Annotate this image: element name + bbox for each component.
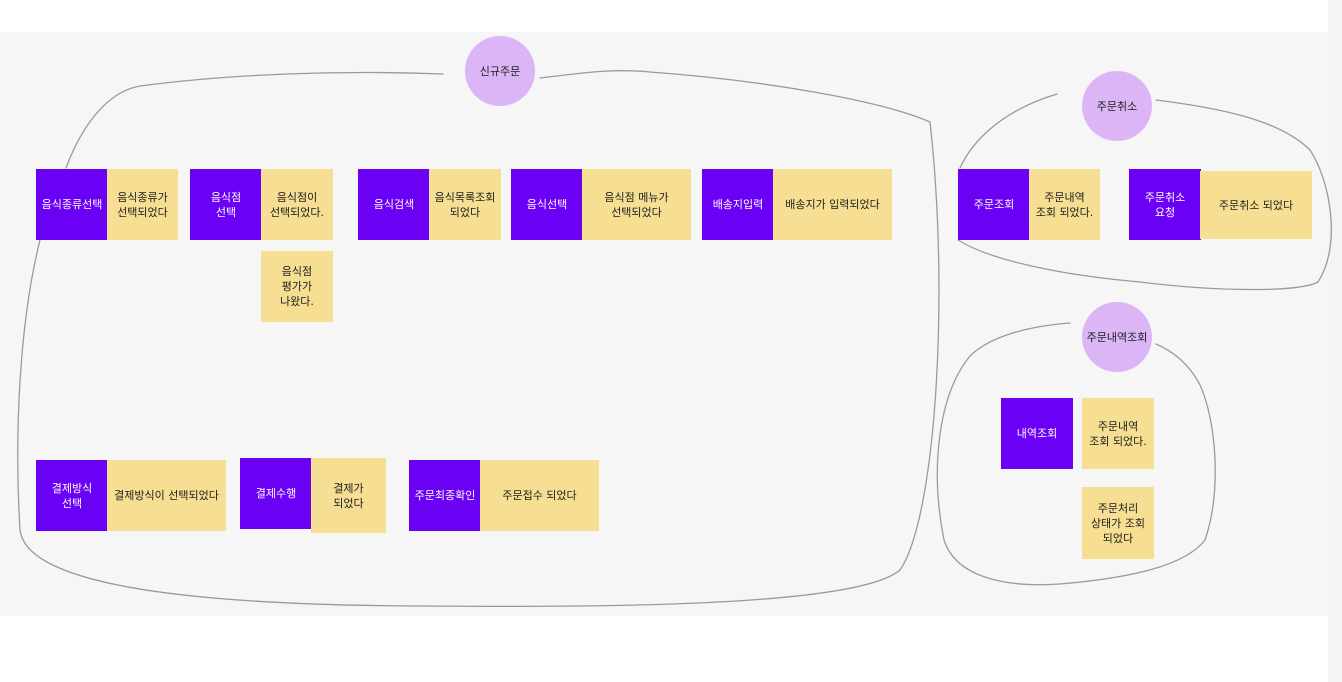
command-history-lookup[interactable]: 내역조회 — [1001, 398, 1073, 469]
event-address-entered[interactable]: 배송지가 입력되었다 — [773, 169, 892, 240]
event-menu-selected[interactable]: 음식점 메뉴가 선택되었다 — [582, 169, 691, 240]
command-cancel-request[interactable]: 주문취소 요청 — [1129, 169, 1201, 240]
aggregate-new-order[interactable]: 신규주문 — [465, 36, 535, 106]
event-order-received[interactable]: 주문접수 되었다 — [480, 460, 599, 531]
command-payment-method-select[interactable]: 결제방식 선택 — [36, 460, 108, 531]
command-food-search[interactable]: 음식검색 — [358, 169, 430, 240]
event-order-status-viewed[interactable]: 주문처리 상태가 조회 되었다 — [1082, 487, 1154, 559]
event-payment-done[interactable]: 결제가 되었다 — [311, 458, 386, 533]
event-restaurant-rated[interactable]: 음식점 평가가 나왔다. — [261, 251, 333, 322]
event-restaurant-selected[interactable]: 음식점이 선택되었다. — [261, 169, 333, 240]
command-address-input[interactable]: 배송지입력 — [702, 169, 774, 240]
command-restaurant-select[interactable]: 음식점 선택 — [190, 169, 262, 240]
command-food-select[interactable]: 음식선택 — [511, 169, 583, 240]
event-food-type-selected[interactable]: 음식종류가 선택되었다 — [107, 169, 178, 240]
event-payment-method-selected[interactable]: 결제방식이 선택되었다 — [107, 460, 226, 531]
command-food-type-select[interactable]: 음식종류선택 — [36, 169, 108, 240]
event-food-list-viewed[interactable]: 음식목록조회 되었다 — [429, 169, 501, 240]
event-order-history-viewed[interactable]: 주문내역 조회 되었다. — [1082, 398, 1154, 469]
command-order-lookup[interactable]: 주문조회 — [958, 169, 1030, 240]
event-order-canceled[interactable]: 주문취소 되었다 — [1200, 171, 1312, 239]
event-order-history-viewed[interactable]: 주문내역 조회 되었다. — [1029, 169, 1100, 240]
scrollbar[interactable] — [1328, 0, 1342, 682]
aggregate-order-history[interactable]: 주문내역조회 — [1082, 302, 1152, 372]
command-order-final-confirm[interactable]: 주문최종확인 — [409, 460, 481, 531]
aggregate-cancel-order[interactable]: 주문취소 — [1082, 71, 1152, 141]
command-payment-execute[interactable]: 결제수행 — [240, 458, 312, 529]
